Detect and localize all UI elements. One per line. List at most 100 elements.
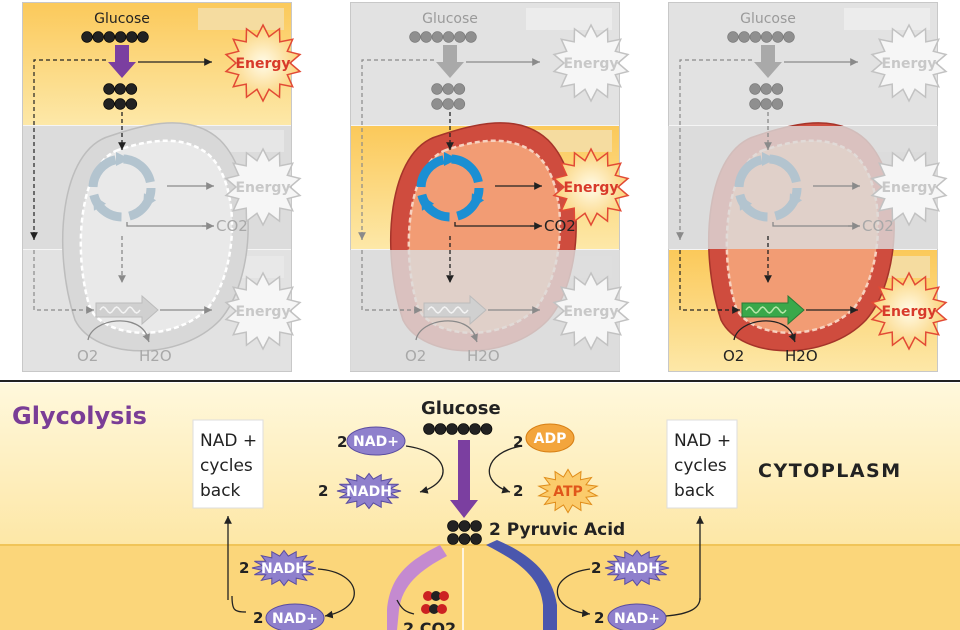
- molecule-ball: [114, 98, 126, 110]
- branch-arrow-right: [486, 540, 557, 630]
- energy-burst-3: Energy: [870, 271, 948, 351]
- energy-burst-icon: [224, 271, 302, 351]
- cytoplasm-band: [0, 383, 960, 545]
- o2-label: O2: [405, 347, 426, 365]
- molecule-ball: [447, 520, 459, 532]
- krebs-cycle-ring: [734, 154, 802, 222]
- electron-wave: [745, 306, 787, 314]
- bottom-right-nad-oval: [607, 603, 667, 630]
- bottom-right-nadh-label: NADH: [614, 561, 660, 577]
- co2-label: CO2: [216, 217, 248, 235]
- energy-burst-icon: [224, 147, 302, 227]
- bottom-left-nadh-label: NADH: [261, 561, 307, 577]
- molecule-ball: [103, 83, 115, 95]
- cycle-arrowhead: [143, 193, 157, 209]
- cycle-arrowhead: [116, 152, 130, 166]
- branch-arrow-left: [387, 545, 447, 630]
- bottom-left-nad-label: NAD+: [272, 611, 318, 627]
- energy-label: Energy: [563, 304, 618, 320]
- glucose-label: Glucose: [740, 11, 796, 27]
- glycolysis-arrow: [436, 45, 464, 78]
- molecule-ball: [431, 31, 444, 43]
- glucose-molecule: [409, 31, 477, 43]
- cycle-arrowhead: [93, 195, 107, 211]
- cycle-arrowhead: [421, 195, 435, 211]
- mitochondrion: [62, 122, 249, 352]
- water-arrow: [470, 333, 478, 343]
- molecule-ball: [760, 31, 773, 43]
- etc-dashed-line: [361, 250, 404, 311]
- molecule-ball: [420, 31, 432, 43]
- krebs-cycle: [734, 152, 803, 222]
- oxygen-arc: [733, 320, 795, 341]
- energy-burst-icon: [870, 147, 948, 227]
- energy-burst-1: Energy: [552, 23, 630, 103]
- panel-border: [350, 2, 620, 372]
- bottom-right-nad-label: NAD+: [614, 611, 660, 627]
- bottom-left-nadh-burst: [251, 549, 317, 587]
- svg-text:2: 2: [239, 559, 249, 577]
- energy-burst-icon: [224, 23, 302, 103]
- energy-burst-icon: [552, 23, 630, 103]
- svg-text:2: 2: [337, 433, 347, 451]
- energy-burst-3: Energy: [552, 271, 630, 351]
- glycolysis-section: Glycolysis CYTOPLASM NAD + cycles back N…: [0, 383, 960, 630]
- cycle-arrowhead: [789, 193, 803, 209]
- cycle-arrowhead: [739, 195, 753, 211]
- co2-line: [454, 222, 534, 227]
- pyruvate-molecule: [749, 98, 784, 110]
- nadh-label: NADH: [346, 484, 392, 500]
- svg-text:2: 2: [513, 482, 523, 500]
- co2-label: 2 CO2: [403, 619, 456, 630]
- oxygen-arc: [415, 320, 477, 341]
- krebs-cycle: [416, 152, 485, 222]
- o2-label: O2: [723, 347, 744, 365]
- molecule-ball: [771, 98, 784, 110]
- pyruvate-molecule: [749, 83, 784, 95]
- molecule-ball: [442, 98, 454, 110]
- molecule-ball: [442, 31, 455, 43]
- molecule-ball: [125, 83, 138, 95]
- energy-burst-icon: [870, 271, 948, 351]
- panel-border: [22, 2, 292, 372]
- energy-burst-1: Energy: [870, 23, 948, 103]
- molecule-ball: [431, 98, 443, 110]
- molecule-ball: [409, 31, 421, 43]
- etc-dashed-line: [679, 250, 722, 311]
- label-slot: [198, 8, 284, 30]
- molecule-ball: [465, 31, 477, 43]
- glucose-label: Glucose: [421, 398, 501, 419]
- energy-burst-icon: [552, 147, 630, 227]
- energy-label: Energy: [235, 56, 290, 72]
- molecule-ball: [114, 83, 126, 95]
- molecule-ball: [760, 98, 772, 110]
- glucose-label: Glucose: [422, 11, 478, 27]
- energy-burst-2: Energy: [552, 147, 630, 227]
- water-arrow: [142, 333, 150, 343]
- molecule-ball: [457, 423, 470, 435]
- co2-label: CO2: [862, 217, 894, 235]
- molecule-ball: [125, 98, 138, 110]
- co2-line: [772, 222, 852, 227]
- pyruvate-row: [447, 520, 482, 532]
- molecule-ball: [458, 533, 471, 545]
- h2o-label: H2O: [467, 347, 500, 365]
- bottom-left-nad-oval: [265, 603, 325, 630]
- atp-label: ATP: [553, 484, 583, 500]
- svg-text:2: 2: [318, 482, 328, 500]
- molecule-ball: [431, 83, 443, 95]
- etc-dashed-line: [33, 250, 76, 311]
- energy-label: Energy: [881, 180, 936, 196]
- nad-plus-label: NAD+: [353, 434, 399, 450]
- molecule-ball: [114, 31, 127, 43]
- glucose-molecule: [81, 31, 149, 43]
- cycle-arrowhead: [444, 152, 458, 166]
- molecule-ball: [738, 31, 750, 43]
- krebs-cycle: [88, 152, 157, 222]
- molecule-ball: [137, 31, 149, 43]
- nad-cycles-left-line1: NAD +: [200, 431, 257, 451]
- glucose-label: Glucose: [94, 11, 150, 27]
- water-arrow: [788, 333, 796, 343]
